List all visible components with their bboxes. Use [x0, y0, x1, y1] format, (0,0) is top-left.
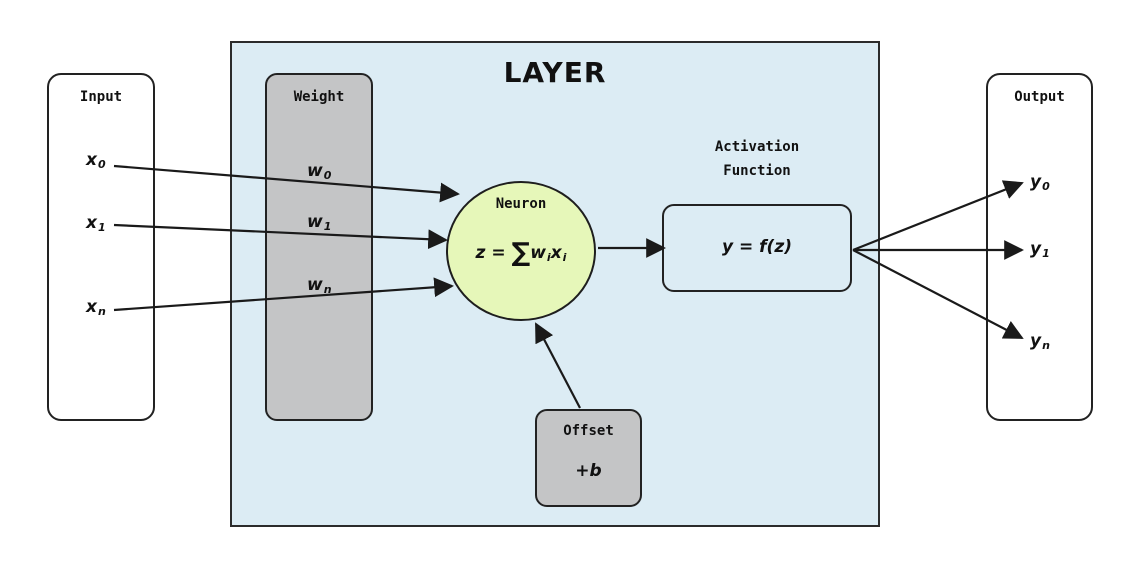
neuron-circle: [446, 181, 596, 321]
weight-w0-sub: 0: [323, 169, 332, 182]
input-x1: x1: [86, 213, 106, 234]
output-box: [986, 73, 1093, 421]
neuron-sum-symbol: ∑: [511, 238, 531, 268]
output-y0-sub: 0: [1042, 180, 1050, 193]
weight-wn-symbol: w: [307, 275, 323, 295]
arrow-activation-to-y0: [852, 180, 1024, 252]
layer-title: LAYER: [503, 56, 607, 89]
output-y1: y1: [1030, 239, 1050, 260]
output-yn-sub: n: [1042, 339, 1050, 352]
input-box: [47, 73, 155, 421]
weight-w1: w1: [307, 212, 332, 233]
neuron-term-x-sub: i: [562, 251, 567, 264]
weight-wn-sub: n: [323, 283, 332, 296]
activation-title-line1: Activation: [714, 139, 800, 155]
arrow-xn-to-neuron: [113, 277, 454, 312]
neuron-term-w-sub: i: [546, 251, 551, 264]
weight-box: [265, 73, 373, 421]
weight-w1-sub: 1: [323, 220, 332, 233]
neuron-formula: z = ∑wixi: [446, 235, 596, 268]
neuron-formula-prefix: z =: [475, 243, 512, 263]
input-x1-sub: 1: [97, 221, 106, 234]
input-xn-sub: n: [97, 305, 106, 318]
output-label: Output: [1014, 89, 1065, 105]
output-y0: y0: [1030, 172, 1050, 193]
weight-label: Weight: [293, 89, 345, 105]
neuron-term-w: w: [530, 243, 546, 263]
output-yn-symbol: y: [1030, 331, 1042, 351]
output-y0-symbol: y: [1030, 172, 1042, 192]
input-x0-sub: 0: [97, 158, 106, 171]
arrow-x1-to-neuron: [113, 223, 448, 250]
arrow-offset-to-neuron: [535, 322, 581, 409]
input-label: Input: [79, 89, 123, 105]
neuron-term-x: x: [550, 243, 562, 263]
output-y1-sub: 1: [1042, 247, 1050, 260]
output-y1-symbol: y: [1030, 239, 1042, 259]
input-x0-symbol: x: [86, 150, 97, 170]
offset-value: +b: [575, 461, 602, 481]
input-xn: xn: [86, 297, 106, 318]
weight-w1-symbol: w: [307, 212, 323, 232]
weight-w0-symbol: w: [307, 161, 323, 181]
offset-box: [535, 409, 642, 507]
input-x1-symbol: x: [86, 213, 97, 233]
arrow-x0-to-neuron: [113, 164, 460, 203]
neuron-label: Neuron: [495, 196, 547, 212]
activation-formula: y = f(z): [722, 237, 792, 257]
output-yn: yn: [1030, 331, 1050, 352]
weight-wn: wn: [307, 275, 332, 296]
activation-title-line2: Function: [723, 163, 791, 179]
offset-label: Offset: [563, 423, 614, 439]
arrow-activation-to-yn: [852, 249, 1024, 339]
weight-w0: w0: [307, 161, 332, 182]
input-xn-symbol: x: [86, 297, 97, 317]
input-x0: x0: [86, 150, 106, 171]
